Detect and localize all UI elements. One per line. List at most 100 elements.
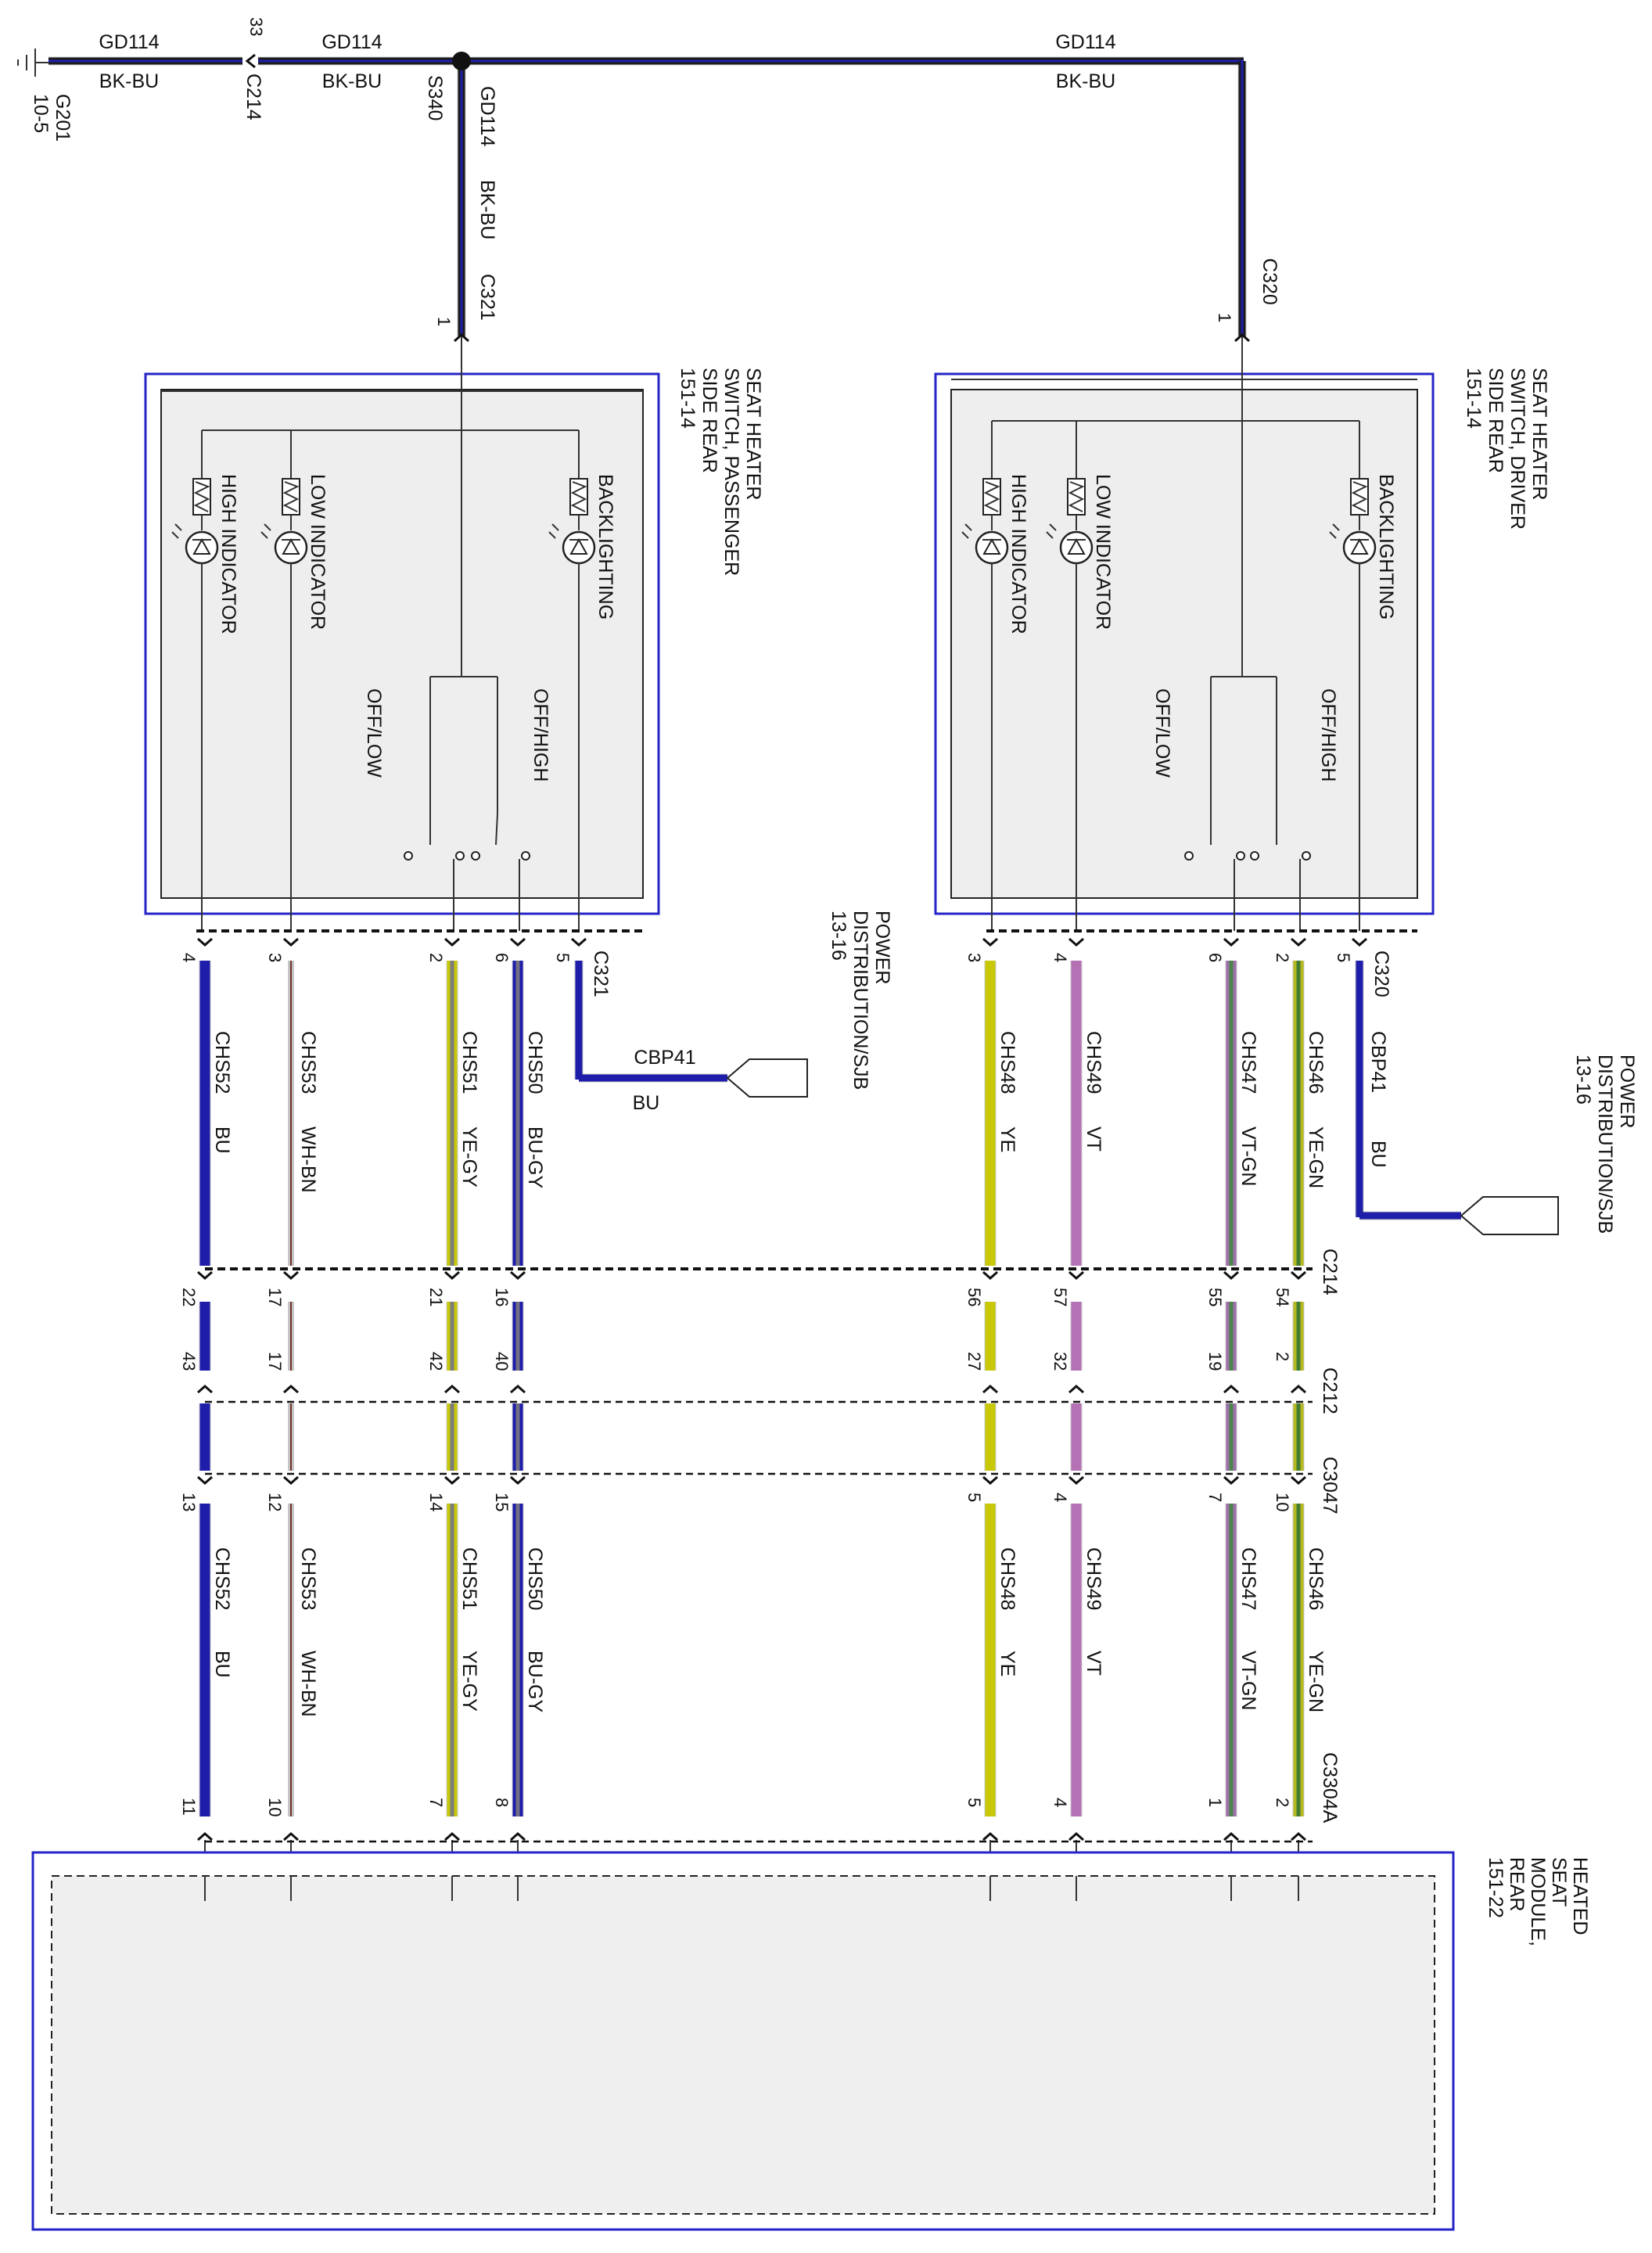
switch-body (950, 389, 1418, 899)
indicator-label: HIGH INDICATOR (1007, 474, 1029, 634)
switch-position-label: OFF/LOW (1151, 688, 1173, 778)
power-source-icon (1460, 1196, 1559, 1235)
color-code-label: BU (633, 1092, 660, 1114)
ground-ref: 10-5 (30, 94, 52, 133)
pin-label: 57 (1050, 1288, 1070, 1306)
terminal-chevron-icon (1291, 1384, 1306, 1394)
pin-label: 4 (1050, 1493, 1070, 1502)
resistor-zigzag-icon (1068, 481, 1085, 512)
terminal-chevron-icon (982, 1475, 998, 1486)
led-icon (1059, 530, 1094, 565)
pin-label: 10 (265, 1798, 285, 1816)
light-rays-icon (1329, 523, 1340, 539)
color-code-label: YE-GN (1305, 1651, 1327, 1712)
pin-label: 6 (492, 953, 512, 962)
led-icon (274, 530, 308, 565)
pin-label: 22 (179, 1288, 199, 1306)
light-rays-icon (548, 523, 559, 539)
connector-label: C3304A (1319, 1752, 1341, 1824)
switch-contact-icon (495, 813, 498, 846)
pin-label: 54 (1273, 1288, 1292, 1306)
driver-switch-title-line: SEAT HEATER (1528, 368, 1550, 500)
module-title-line: HEATED (1569, 1857, 1591, 1935)
switch-terminal-icon (521, 851, 530, 861)
circuit-label: CHS47 (1237, 1031, 1259, 1094)
color-code-label: YE-GY (458, 1126, 480, 1188)
module-body (51, 1875, 1435, 2215)
connector-label: C212 (1319, 1367, 1341, 1414)
pin-label: 2 (1273, 953, 1292, 962)
module-title-line: 151-22 (1485, 1857, 1507, 1918)
circuit-label: CBP41 (634, 1047, 695, 1069)
led-diode-icon (1350, 537, 1369, 555)
terminal-chevron-icon (197, 1384, 213, 1394)
terminal-chevron-icon (1291, 1475, 1306, 1486)
led-diode-icon (1067, 537, 1086, 555)
circuit-label: CHS52 (211, 1031, 233, 1094)
indicator-label: BACKLIGHTING (594, 474, 616, 620)
passenger-switch-title-line: SIDE REAR (699, 368, 720, 473)
terminal-chevron-icon (197, 1831, 213, 1842)
color-code-label: YE-GN (1305, 1126, 1327, 1188)
connector-label: C214 (1319, 1249, 1341, 1295)
circuit-label: CHS50 (524, 1031, 546, 1094)
terminal-chevron-icon (283, 1384, 299, 1394)
terminal-chevron-icon (510, 1831, 526, 1842)
pin-label: 4 (1050, 1798, 1070, 1807)
circuit-label: GD114 (321, 31, 382, 53)
pin-label: 56 (964, 1288, 984, 1306)
driver-switch-title-line: 151-14 (1463, 368, 1485, 429)
switch-position-label: OFF/HIGH (1317, 688, 1339, 782)
terminal-chevron-icon (1223, 1270, 1239, 1281)
pin-label: 27 (964, 1352, 984, 1371)
indicator-label: HIGH INDICATOR (217, 474, 239, 634)
terminal-chevron-icon (1068, 1475, 1084, 1486)
circuit-label: CBP41 (1367, 1031, 1389, 1093)
circuit-label: CHS48 (997, 1547, 1018, 1611)
passenger-switch-title-line: SWITCH, PASSENGER (720, 368, 742, 576)
terminal-chevron-icon (1223, 937, 1239, 947)
terminal-chevron-icon (1291, 1831, 1306, 1842)
light-rays-icon (961, 523, 972, 539)
connector-label: C321 (590, 950, 612, 997)
pin-label: 13 (179, 1493, 199, 1511)
pin-label: 5 (1334, 953, 1353, 962)
pin-label: 3 (964, 953, 984, 962)
connector-label: C214 (242, 74, 264, 120)
pin-label: 4 (1050, 953, 1070, 962)
terminal-chevron-icon (444, 1475, 460, 1486)
power-right-title-line: POWER (1616, 1055, 1638, 1128)
resistor-zigzag-icon (1351, 481, 1368, 512)
pin-label: 1 (1215, 313, 1234, 322)
circuit-label: CHS48 (997, 1031, 1018, 1094)
pin-label: 8 (492, 1798, 512, 1807)
terminal-chevron-icon (1068, 1831, 1084, 1842)
color-code-label: VT (1083, 1126, 1104, 1152)
color-code-label: BU-GY (524, 1651, 546, 1713)
color-code-label: BU-GY (524, 1126, 546, 1189)
terminal-chevron-icon (444, 1384, 460, 1394)
terminal-chevron-icon (1223, 1831, 1239, 1842)
pin-label: 5 (964, 1493, 984, 1502)
terminal-chevron-icon (982, 1831, 998, 1842)
pin-label: 1 (434, 317, 454, 326)
circuit-label: CHS52 (211, 1547, 233, 1611)
color-code-label: VT (1083, 1651, 1104, 1676)
circuit-chs52: 4CHS52BU224313CHS52BU11RR HIGH LED (179, 937, 233, 2035)
resistor-zigzag-icon (282, 481, 300, 512)
resistor-zigzag-icon (193, 481, 210, 512)
connector-pin: 33 (246, 17, 266, 36)
pin-label: 4 (179, 953, 199, 962)
terminal-chevron-icon (444, 937, 460, 947)
power-right-title-line: 13-16 (1572, 1055, 1594, 1105)
circuit-label: CHS46 (1305, 1547, 1327, 1611)
terminal-chevron-icon (571, 937, 587, 947)
connector-c320-chevron-icon (1234, 332, 1250, 343)
pin-label: 43 (179, 1352, 199, 1371)
